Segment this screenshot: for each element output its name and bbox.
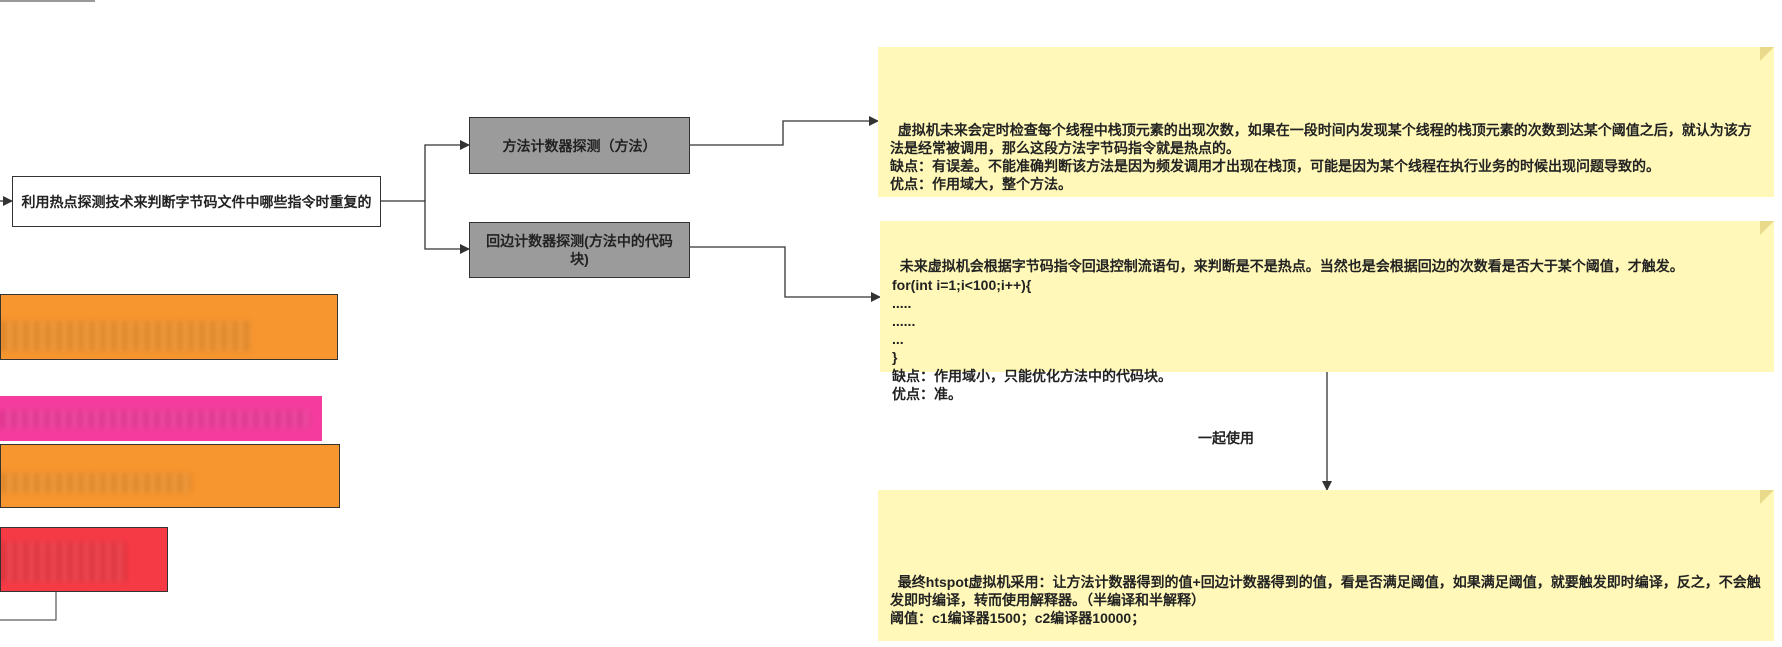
method-counter-label: 方法计数器探测（方法） [502,137,657,154]
note-fold-corner [1760,221,1774,235]
obscured-text [1,473,191,493]
obscured-box-pink[interactable] [0,396,322,441]
note-fold-corner [1760,490,1774,504]
edge-method-counter-note [690,116,879,146]
obscured-box-orange-2[interactable] [0,444,340,508]
obscured-box-red[interactable] [0,527,168,592]
edge-root-method-counter [381,140,470,202]
backedge-counter-label: 回边计数器探测(方法中的代码块) [486,233,673,267]
partial-line-bottom [0,592,57,621]
method-counter-node[interactable]: 方法计数器探测（方法） [469,117,690,174]
backedge-counter-note[interactable]: 未来虚拟机会根据字节码指令回退控制流语句，来判断是不是热点。当然也是会根据回边的… [880,221,1774,402]
note-fold-corner [1760,47,1774,61]
method-counter-note[interactable]: 虚拟机未来会定时检查每个线程中栈顶元素的出现次数，如果在一段时间内发现某个线程的… [878,47,1774,197]
obscured-text [0,410,310,428]
obscured-text [1,542,126,582]
root-node-label: 利用热点探测技术来判断字节码文件中哪些指令时重复的 [21,193,372,210]
final-note-text: 最终htspot虚拟机采用：让方法计数器得到的值+回边计数器得到的值，看是否满足… [890,574,1761,626]
root-node[interactable]: 利用热点探测技术来判断字节码文件中哪些指令时重复的 [12,176,381,227]
final-note[interactable]: 最终htspot虚拟机采用：让方法计数器得到的值+回边计数器得到的值，看是否满足… [878,490,1774,641]
edge-label-together: 一起使用 [1198,430,1254,446]
backedge-counter-node[interactable]: 回边计数器探测(方法中的代码块) [469,222,690,278]
obscured-box-orange-1[interactable] [0,294,338,360]
obscured-text [1,321,251,351]
backedge-counter-note-text: 未来虚拟机会根据字节码指令回退控制流语句，来判断是不是热点。当然也是会根据回边的… [892,258,1684,402]
method-counter-note-text: 虚拟机未来会定时检查每个线程中栈顶元素的出现次数，如果在一段时间内发现某个线程的… [890,122,1752,192]
edge-backedge-counter-note [690,246,881,302]
edge-root-backedge-counter [424,201,470,254]
